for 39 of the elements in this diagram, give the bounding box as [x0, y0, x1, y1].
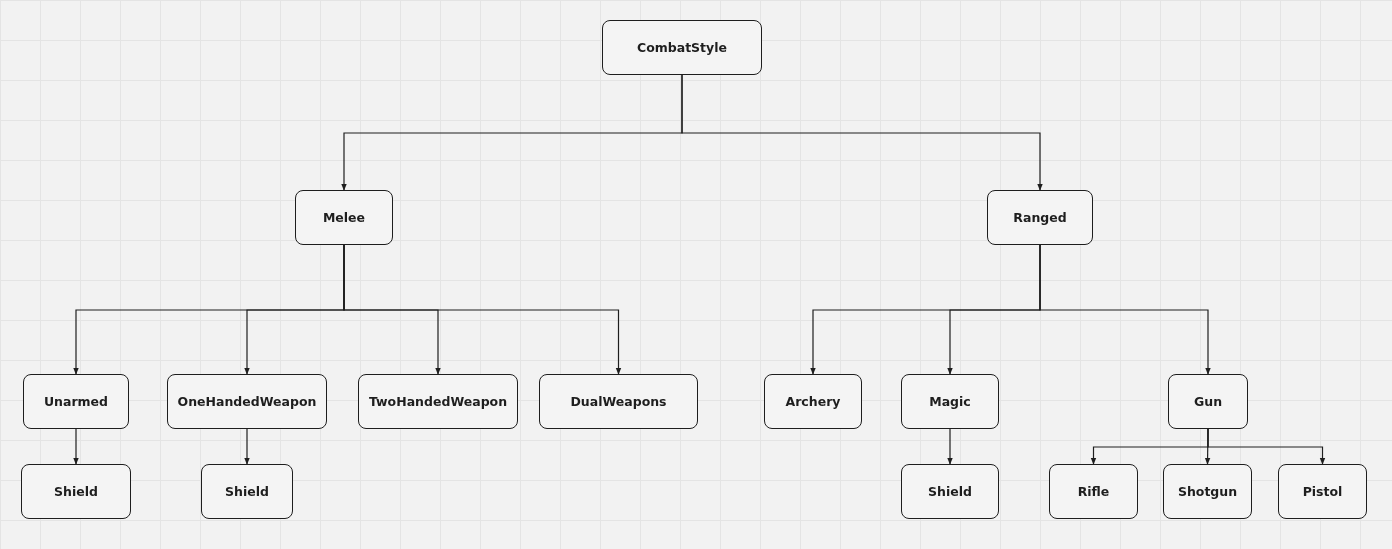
class-box — [602, 20, 762, 75]
class-name: DualWeapons — [570, 394, 667, 409]
connector-arrow — [1207, 428, 1326, 465]
class-box — [1049, 464, 1138, 519]
class-box — [167, 374, 327, 429]
class-box — [1168, 374, 1248, 429]
connector-arrow — [681, 74, 1043, 191]
class-box — [358, 374, 518, 429]
class-name: Shield — [928, 484, 972, 499]
class-name: Magic — [929, 394, 971, 409]
class-box — [1278, 464, 1367, 519]
class-name: Ranged — [1013, 210, 1067, 225]
class-box — [21, 464, 131, 519]
class-name: CombatStyle — [636, 40, 727, 55]
connector-arrow — [73, 428, 79, 465]
connector-arrow — [244, 428, 250, 465]
class-name: OneHandedWeapon — [177, 394, 317, 409]
class-name: Shield — [225, 484, 269, 499]
class-name: Rifle — [1077, 484, 1110, 499]
class-name: Shield — [54, 484, 98, 499]
class-box — [23, 374, 129, 429]
class-name: Melee — [322, 210, 366, 225]
class-box — [987, 190, 1093, 245]
class-box — [201, 464, 293, 519]
class-name: Archery — [785, 394, 841, 409]
class-name: Pistol — [1302, 484, 1343, 499]
class-box — [539, 374, 698, 429]
class-name: Gun — [1193, 394, 1223, 409]
connector-arrow — [343, 244, 622, 375]
class-box — [901, 464, 999, 519]
connector-arrow — [947, 428, 953, 465]
class-box — [764, 374, 862, 429]
class-box — [1163, 464, 1252, 519]
connector-arrow — [1039, 244, 1211, 375]
class-box — [295, 190, 393, 245]
class-box — [901, 374, 999, 429]
class-name: TwoHandedWeapon — [368, 394, 508, 409]
class-name: Shotgun — [1177, 484, 1238, 499]
class-name: Unarmed — [43, 394, 109, 409]
